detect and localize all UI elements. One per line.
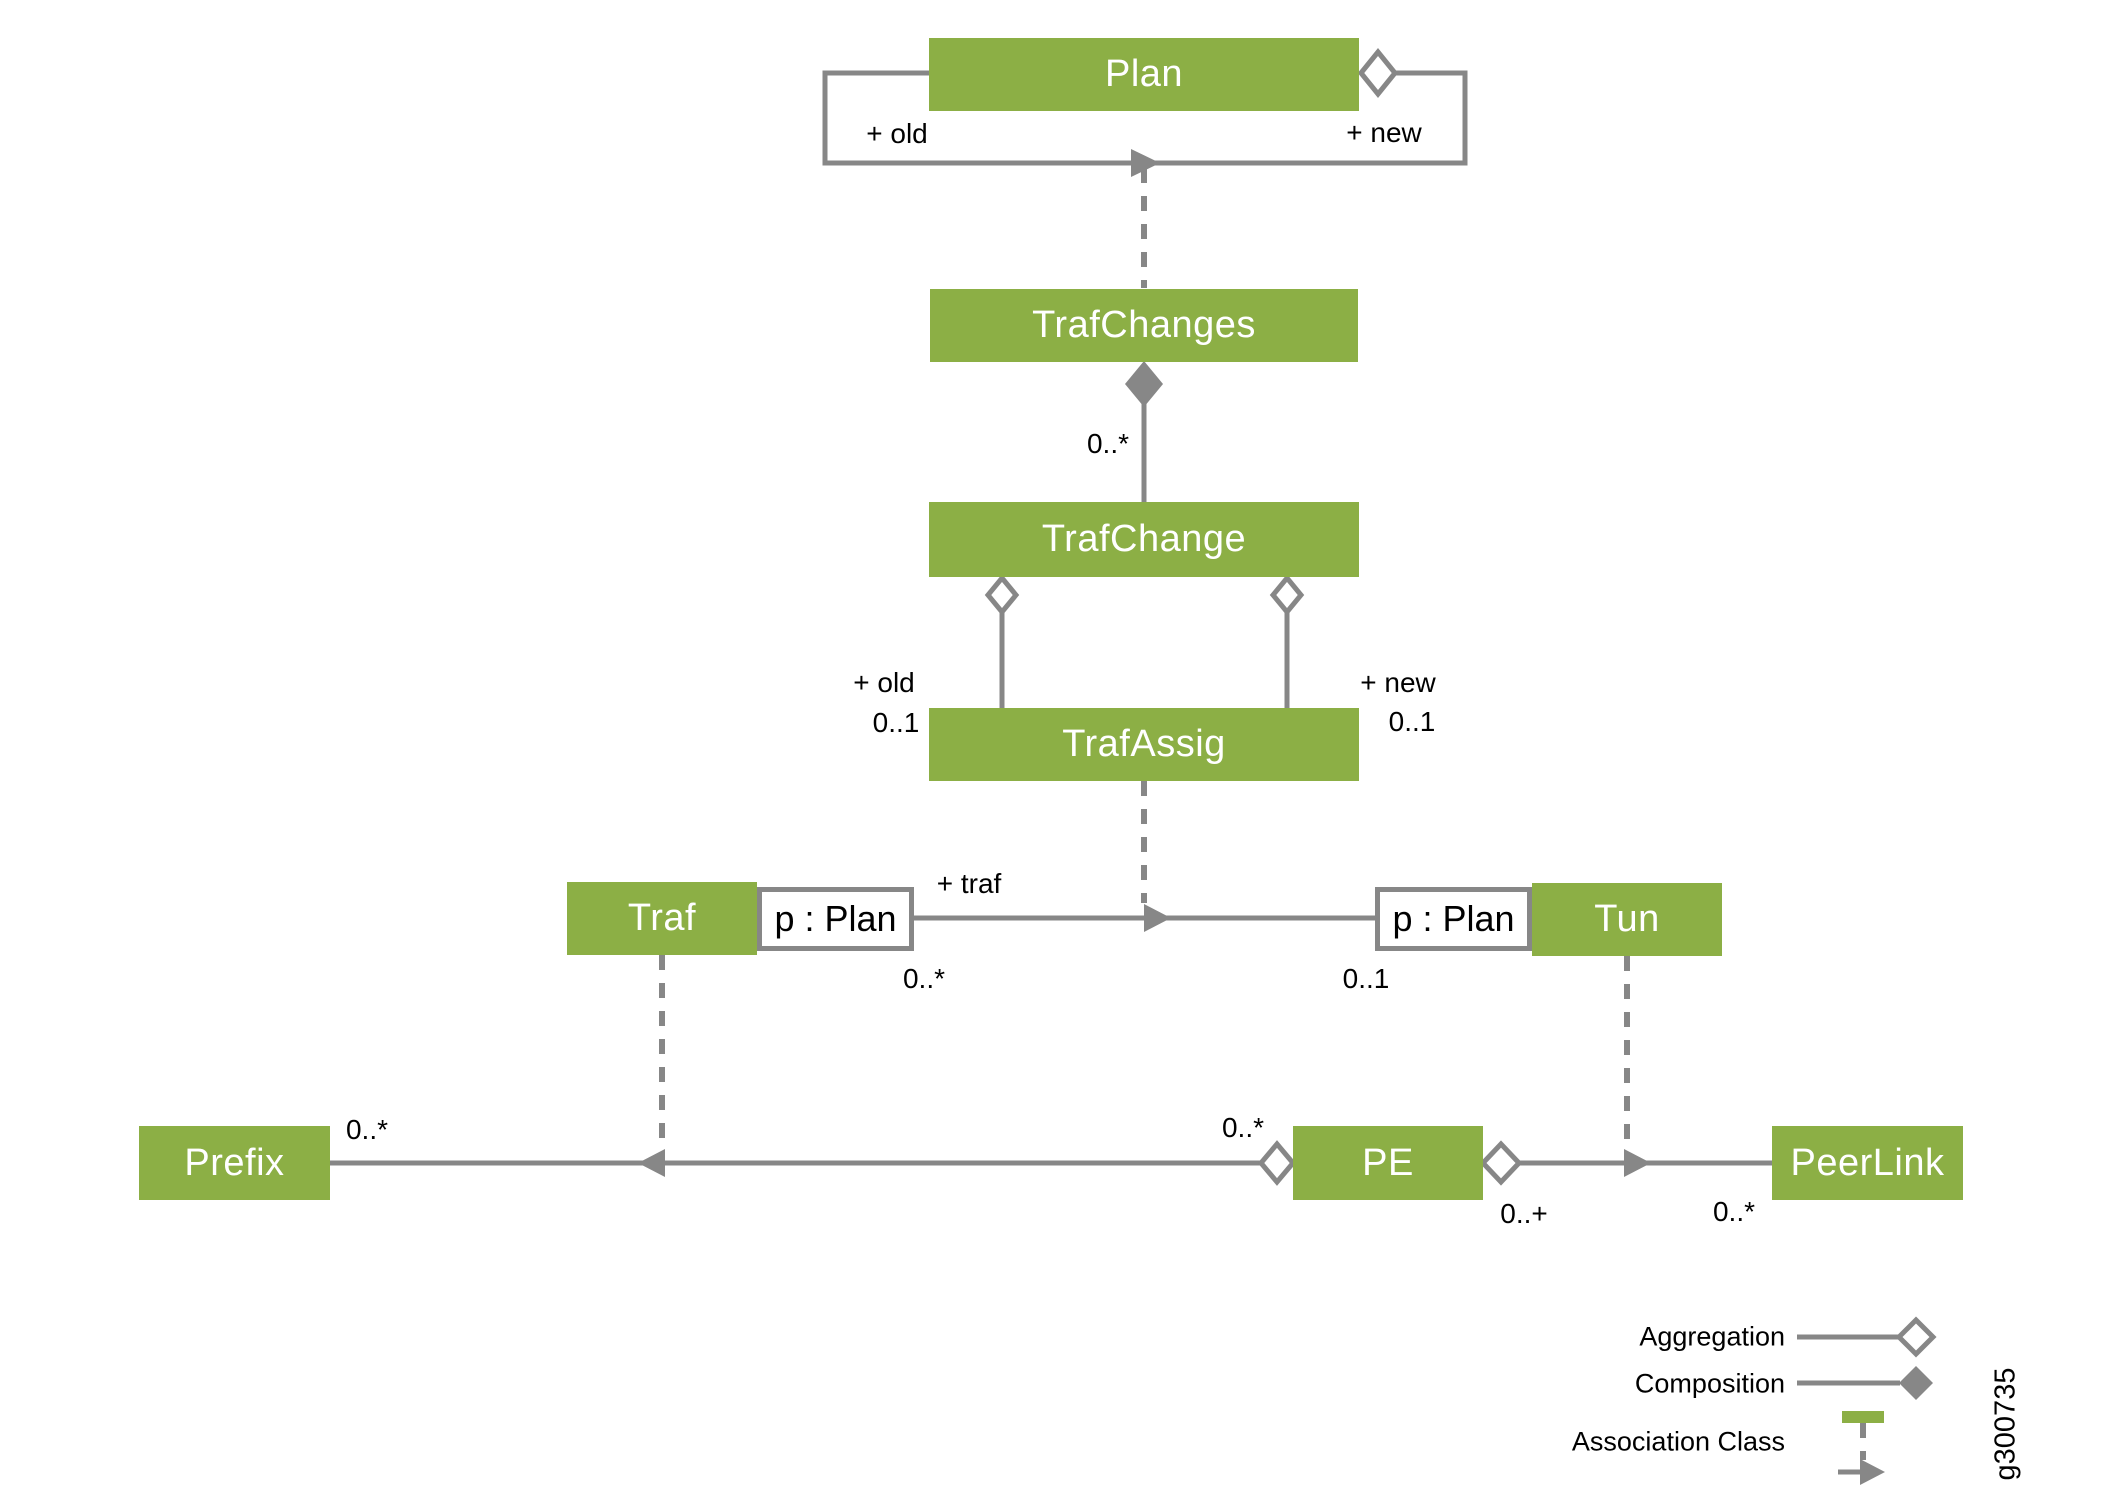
trafchange-old-aggregation [984,574,1020,708]
prefix-pe-association [330,1140,1297,1186]
aggregation-diamond-icon [984,574,1020,616]
role-label-trafassig-old: + old [853,667,915,698]
class-box-plan: Plan [929,38,1359,111]
role-label-plan-old: + old [866,118,928,149]
class-box-trafchanges: TrafChanges [930,289,1358,362]
legend-label-composition: Composition [1634,1368,1785,1399]
class-box-tun: Tun [1532,883,1722,956]
multiplicity-label-pe-left: 0..* [1221,1112,1265,1143]
tun-association-class-connector [1624,956,1651,1177]
composition-diamond-icon [1125,361,1163,407]
multiplicity-label-tun: 0..1 [1342,963,1390,994]
legend-label-aggregation: Aggregation [1639,1321,1785,1352]
legend-aggregation-symbol [1797,1316,1937,1358]
multiplicity-label-trafassig-old: 0..1 [872,707,920,738]
figure-id: g300735 [1989,1367,2022,1481]
class-box-pe: PE [1293,1126,1483,1200]
class-box-traf: Traf [567,882,757,955]
multiplicity-label-trafassig-new: 0..1 [1388,706,1436,737]
role-label-plan-new: + new [1346,117,1422,148]
pe-peerlink-association [1479,1140,1772,1186]
class-box-prefix: Prefix [139,1126,330,1200]
class-box-trafchange: TrafChange [929,502,1359,577]
aggregation-diamond-icon [1479,1140,1523,1186]
association-direction-arrow-icon [1131,149,1160,177]
class-box-trafassig: TrafAssig [929,708,1359,781]
class-box-peerlink: PeerLink [1772,1126,1963,1200]
multiplicity-label-prefix: 0..* [345,1114,389,1145]
composition-diamond-icon [1899,1366,1933,1400]
legend-label-association-class: Association Class [1571,1426,1785,1457]
aggregation-diamond-icon [1357,48,1399,98]
aggregation-diamond-icon [1257,1140,1297,1186]
plan-self-association [822,48,1468,288]
multiplicity-label-traf: 0..* [902,963,946,994]
aggregation-diamond-icon [1269,574,1305,616]
multiplicity-label-pe-right: 0..+ [1500,1198,1548,1229]
attribute-box-tun-p-plan: p : Plan [1375,887,1532,951]
attribute-box-traf-p-plan: p : Plan [757,887,914,951]
trafassig-association-class-connector [1141,781,1171,932]
association-class-bar-icon [1842,1411,1884,1423]
role-label-trafassig-new: + new [1360,667,1436,698]
trafchange-new-aggregation [1269,574,1305,708]
role-label-traf: + traf [936,868,1002,899]
association-direction-arrow-icon [1860,1459,1885,1485]
legend-composition-symbol [1797,1366,1933,1400]
aggregation-diamond-icon [1895,1316,1937,1358]
traf-association-class-connector [638,955,665,1177]
multiplicity-label-trafchange: 0..* [1086,428,1130,459]
multiplicity-label-peerlink: 0..* [1712,1196,1756,1227]
trafchanges-composition [1125,361,1163,502]
legend-association-class-symbol [1838,1411,1885,1485]
